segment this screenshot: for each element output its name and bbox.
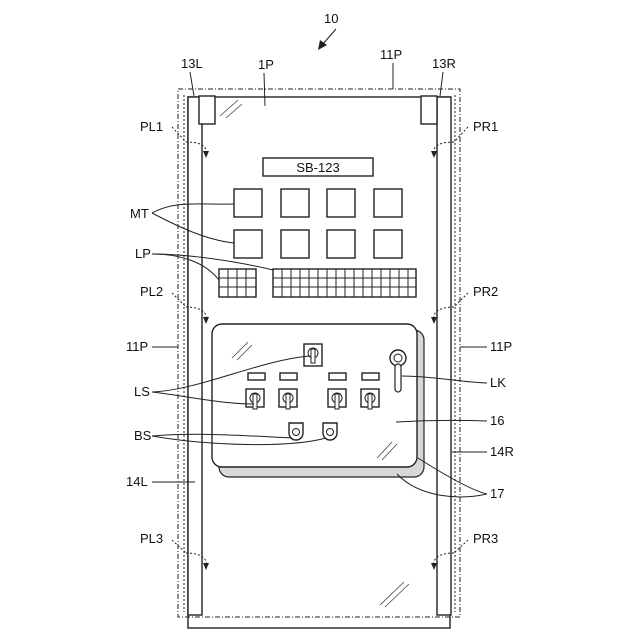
arrowhead-pl3 (203, 563, 209, 570)
label-1p: 1P (258, 57, 274, 72)
label-pl2: PL2 (140, 284, 163, 299)
label-13r: 13R (432, 56, 456, 71)
meter (374, 189, 402, 217)
label-14l: 14L (126, 474, 148, 489)
hinge-13r (421, 96, 437, 124)
cover-panel-16 (212, 324, 417, 467)
label-bs: BS (134, 428, 152, 443)
label-11p-left: 11P (126, 339, 148, 354)
label-11p-right: 11P (490, 339, 512, 354)
figure-number: 10 (324, 11, 338, 26)
label-13l: 13L (181, 56, 203, 71)
side-rail-14l (188, 97, 202, 615)
leader-lp-2 (152, 254, 273, 270)
lamp-panel-small (219, 269, 256, 297)
glass-reflection-bottom (380, 582, 409, 607)
arrowhead-pl2 (203, 317, 209, 324)
leader-17-1 (418, 458, 487, 494)
hinge-13l (199, 96, 215, 124)
meter (281, 230, 309, 258)
label-14r: 14R (490, 444, 514, 459)
arrowhead-pr3 (431, 563, 437, 570)
arrowhead-pr2 (431, 317, 437, 324)
label-pl3: PL3 (140, 531, 163, 546)
label-11p-top: 11P (380, 47, 402, 62)
arrowhead-pr1 (431, 151, 437, 158)
glass-reflection-top (220, 100, 242, 118)
label-pl1: PL1 (140, 119, 163, 134)
leader-pl3 (172, 540, 186, 553)
leader-13r (440, 72, 443, 96)
meter (281, 189, 309, 217)
label-mt: MT (130, 206, 149, 221)
side-rail-14r (437, 97, 451, 615)
meter (234, 230, 262, 258)
leader-13l (190, 72, 194, 96)
leader-pr1 (454, 127, 468, 142)
leader-pr2 (454, 293, 468, 307)
leader-1p (264, 73, 265, 106)
label-ls: LS (134, 384, 150, 399)
label-17: 17 (490, 486, 504, 501)
meter (327, 189, 355, 217)
label-pr2: PR2 (473, 284, 498, 299)
figure-arrow (322, 29, 336, 45)
leader-pr3 (454, 540, 468, 553)
meter (234, 189, 262, 217)
meter (374, 230, 402, 258)
label-lp: LP (135, 246, 151, 261)
nameplate-text: SB-123 (296, 160, 339, 175)
meter-grid (234, 189, 402, 258)
arrowhead-pl1 (203, 151, 209, 158)
meter (327, 230, 355, 258)
label-pr1: PR1 (473, 119, 498, 134)
leader-pl1 (172, 127, 186, 142)
label-lk: LK (490, 375, 506, 390)
lamp-panel-large (273, 269, 416, 297)
label-pr3: PR3 (473, 531, 498, 546)
label-16: 16 (490, 413, 504, 428)
